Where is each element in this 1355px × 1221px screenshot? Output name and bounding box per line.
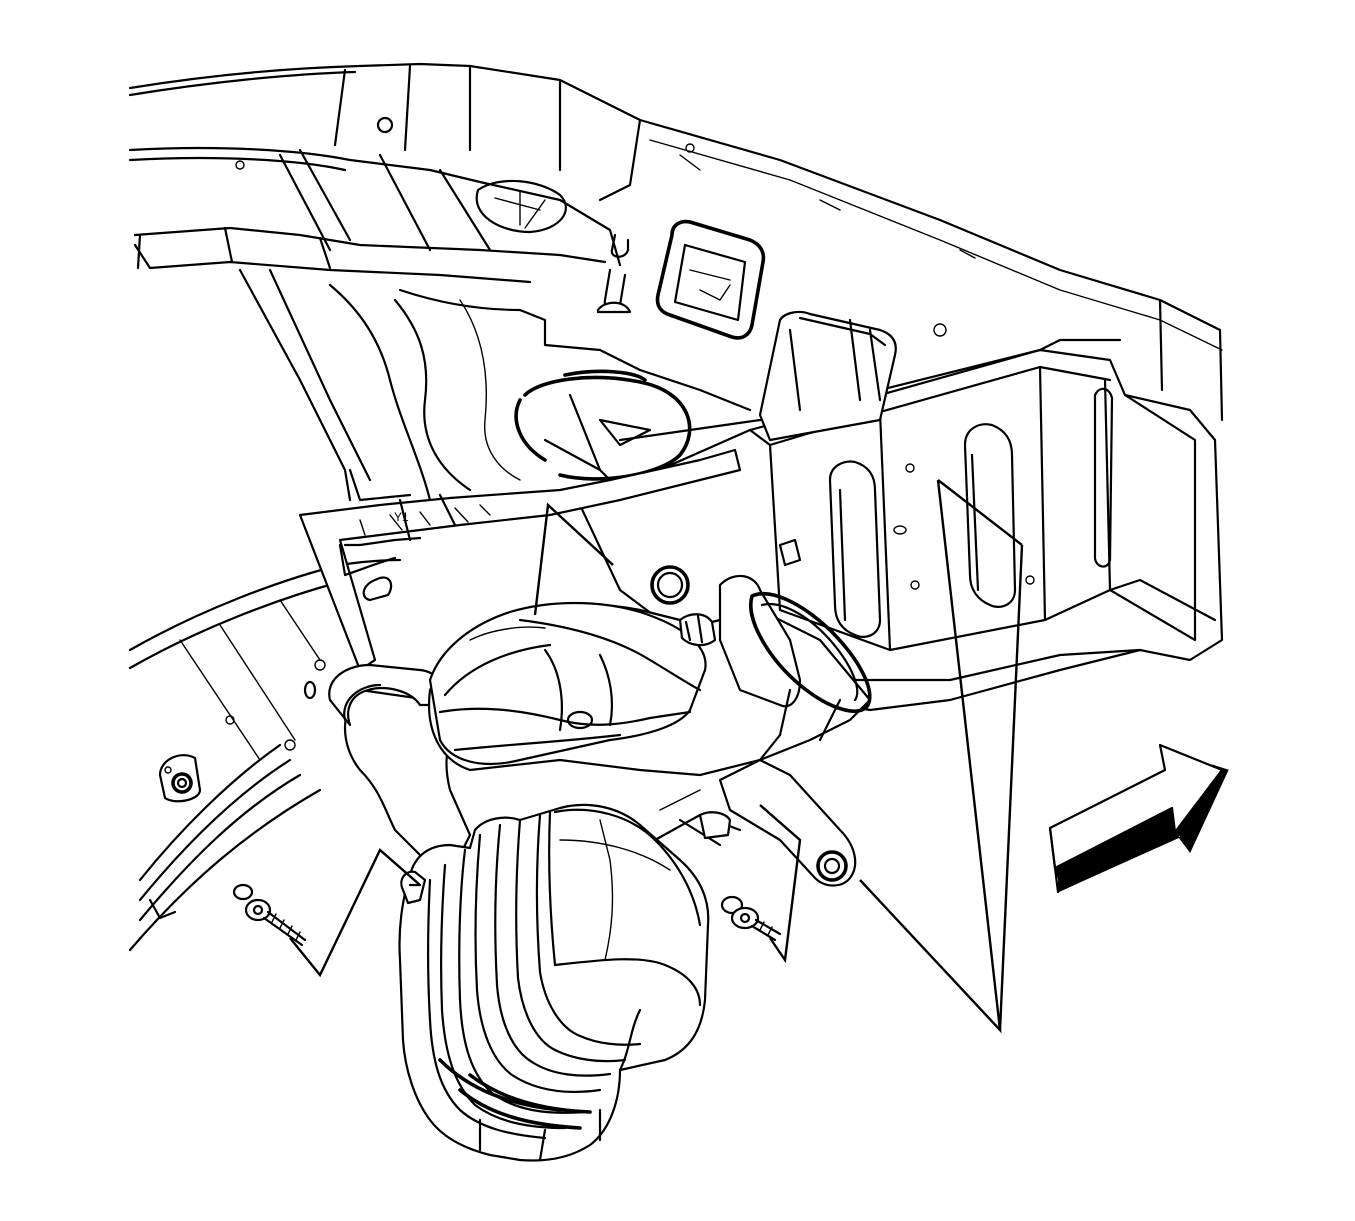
resonator-box [399,805,708,1161]
fastener-center [722,897,780,940]
air-intake-duct [329,576,870,865]
duct-bracket [655,760,855,886]
upper-box-member [760,312,896,440]
firewall-opening [658,222,764,338]
forward-direction-arrow-icon [1050,745,1228,892]
callout-4 [938,480,1022,1030]
strut-tower [240,235,750,500]
callout-2 [760,805,800,960]
stamp-mark: Y1 [394,510,409,524]
cowl-panel [130,64,1222,420]
splash-shield: Y1 [300,450,740,670]
upper-rail [130,148,620,282]
callout-5 [535,505,613,615]
wheel-house [130,560,400,950]
callout-1 [290,850,420,975]
fastener-left [234,885,305,945]
